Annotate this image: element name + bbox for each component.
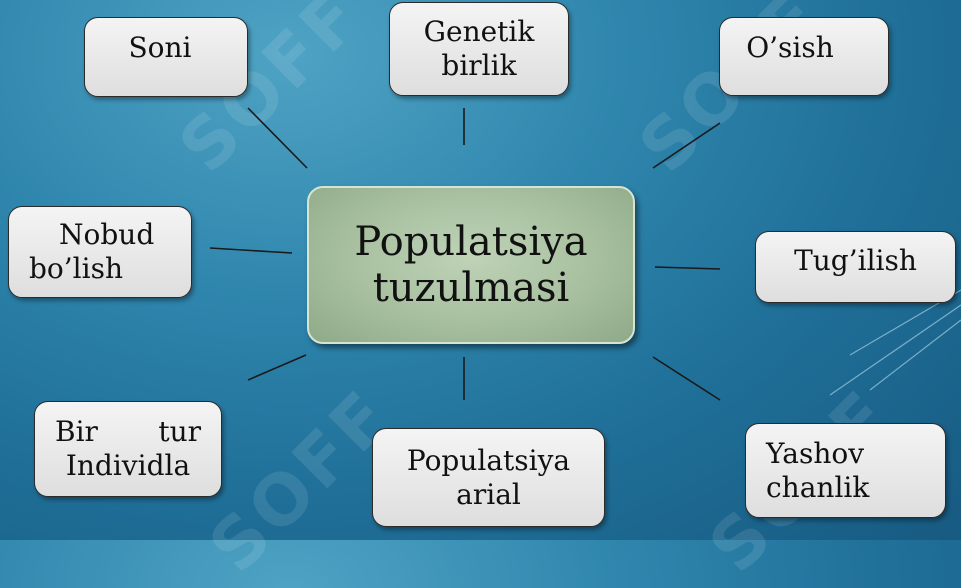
node-bir-tur-line2: Individla <box>65 449 191 482</box>
connector-soni <box>247 107 308 169</box>
center-title-line2: tuzulmasi <box>372 265 570 311</box>
node-bir-tur-line1: Bir tur <box>55 415 201 449</box>
connector-nobud <box>209 247 293 254</box>
node-bir-tur-word1: Bir <box>55 415 98 448</box>
node-yashov-line1: Yashov <box>766 436 865 470</box>
center-title-line1: Populatsiya <box>354 219 588 265</box>
center-node: Populatsiya tuzulmasi <box>307 186 635 344</box>
node-bir-tur-word2: tur <box>158 415 201 448</box>
node-nobud: Nobud bo’lish <box>8 206 192 298</box>
connector-layer <box>209 107 961 401</box>
node-arial: Populatsiya arial <box>372 428 605 527</box>
node-arial-line2: arial <box>456 477 521 511</box>
node-genetik-line1: Genetik <box>423 15 535 48</box>
slide: SOFF SOFF SOFF SOFF Populatsiya tuzulmas… <box>8 2 961 527</box>
node-tugilish: Tug’ilish <box>755 231 956 303</box>
node-arial-line1: Populatsiya <box>406 443 571 477</box>
node-tugilish-label: Tug’ilish <box>794 244 917 277</box>
node-genetik-line2: birlik <box>441 49 517 82</box>
connector-yashov <box>652 356 721 401</box>
node-soni-label: Soni <box>128 31 192 64</box>
node-soni: Soni <box>84 17 248 97</box>
node-bir-tur: Bir tur Individla <box>34 401 222 497</box>
node-nobud-line2: bo’lish <box>29 252 123 285</box>
connector-tugilish <box>654 266 721 270</box>
node-nobud-line1: Nobud <box>59 218 155 251</box>
node-osish-label: O’sish <box>746 30 834 64</box>
node-genetik: Genetik birlik <box>389 2 569 96</box>
connector-bir-tur <box>247 354 307 381</box>
connector-osish <box>652 122 721 169</box>
node-yashov-line2: chanlik <box>766 470 870 504</box>
node-yashov: Yashov chanlik <box>745 423 946 518</box>
node-osish: O’sish <box>719 17 889 96</box>
decorative-lines <box>829 289 961 396</box>
